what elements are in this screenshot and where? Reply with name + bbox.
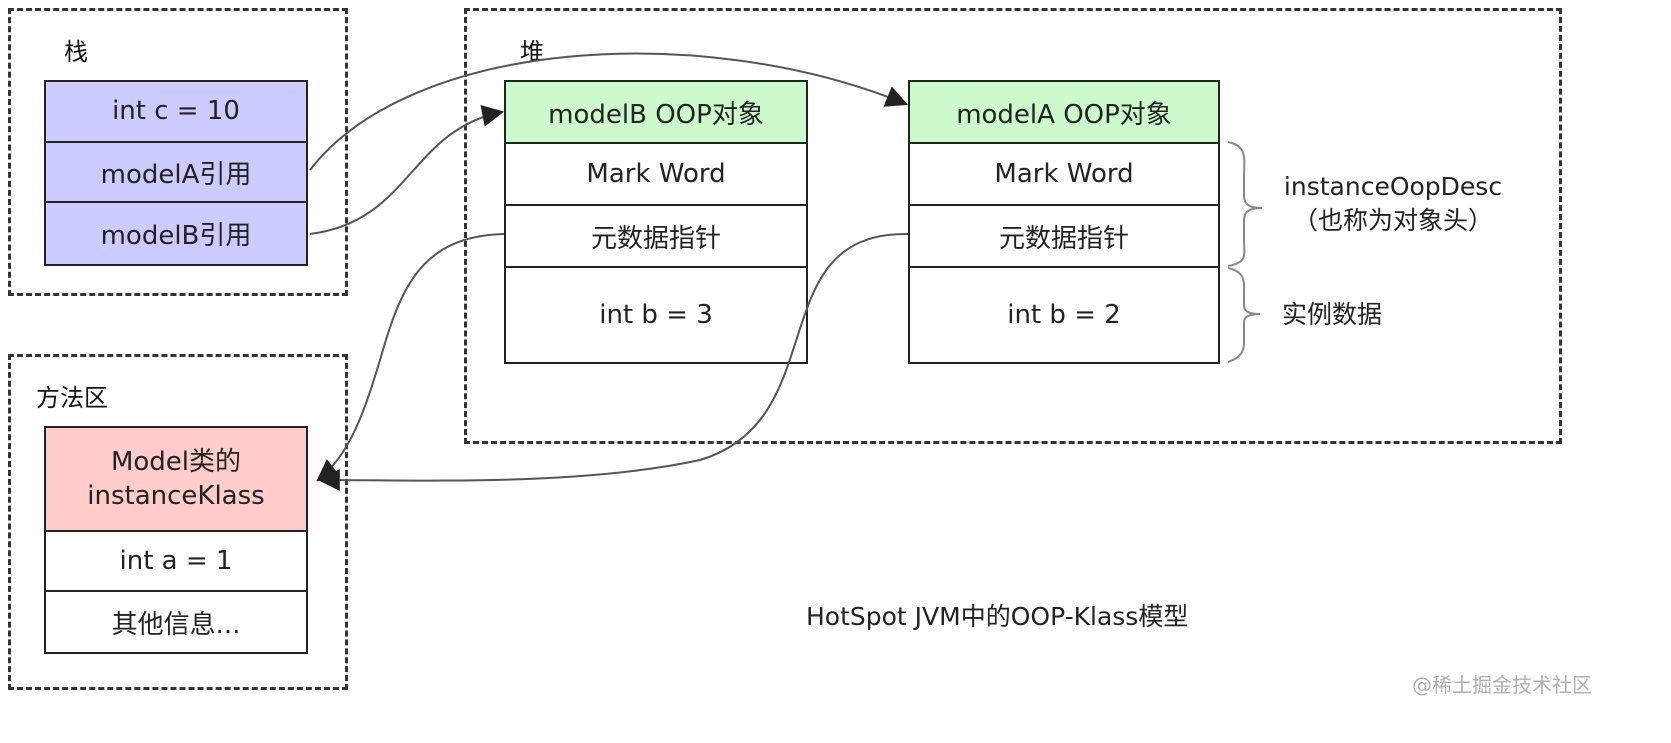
method-area-label: 方法区 [36, 384, 108, 412]
modelA-metadata-pointer: 元数据指针 [910, 206, 1218, 268]
arrow-modelA-meta-to-klass [317, 232, 909, 492]
modelB-mark-word: Mark Word [506, 144, 806, 206]
instance-data-annotation: 实例数据 [1282, 300, 1383, 329]
stack-table: int c = 10 modelA引用 modelB引用 [44, 80, 308, 266]
klass-other-info: 其他信息... [46, 592, 306, 652]
modelA-oop-table: modelA OOP对象 Mark Word 元数据指针 int b = 2 [908, 80, 1220, 364]
stack-cell-modelB-ref: modelB引用 [46, 203, 306, 265]
modelA-mark-word: Mark Word [910, 144, 1218, 206]
object-header-annotation: instanceOopDesc （也称为对象头） [1283, 172, 1503, 235]
modelB-metadata-pointer: 元数据指针 [506, 206, 806, 268]
instance-klass-title: Model类的 instanceKlass [46, 428, 306, 533]
modelB-oop-title: modelB OOP对象 [506, 82, 806, 144]
object-header-brace [1227, 141, 1263, 267]
arrow-modelB-meta-to-klass [316, 233, 505, 482]
arrow-modelA-ref-to-modelA-oop [309, 52, 909, 171]
instance-data-brace [1227, 267, 1261, 363]
modelB-field: int b = 3 [506, 268, 806, 362]
instance-klass-table: Model类的 instanceKlass int a = 1 其他信息... [44, 426, 308, 654]
stack-cell-modelA-ref: modelA引用 [46, 142, 306, 204]
diagram-caption: HotSpot JVM中的OOP-Klass模型 [806, 602, 1189, 631]
modelA-oop-title: modelA OOP对象 [910, 82, 1218, 144]
stack-label: 栈 [64, 38, 88, 66]
modelB-oop-table: modelB OOP对象 Mark Word 元数据指针 int b = 3 [504, 80, 808, 364]
stack-cell-int-c: int c = 10 [46, 82, 306, 143]
modelA-field: int b = 2 [910, 268, 1218, 362]
watermark: @稀土掘金技术社区 [1412, 673, 1592, 697]
method-area-region [8, 354, 348, 690]
arrow-modelB-ref-to-modelB-oop [309, 105, 505, 235]
stack-region [8, 8, 348, 296]
klass-field-int-a: int a = 1 [46, 532, 306, 593]
heap-region [464, 8, 1562, 444]
